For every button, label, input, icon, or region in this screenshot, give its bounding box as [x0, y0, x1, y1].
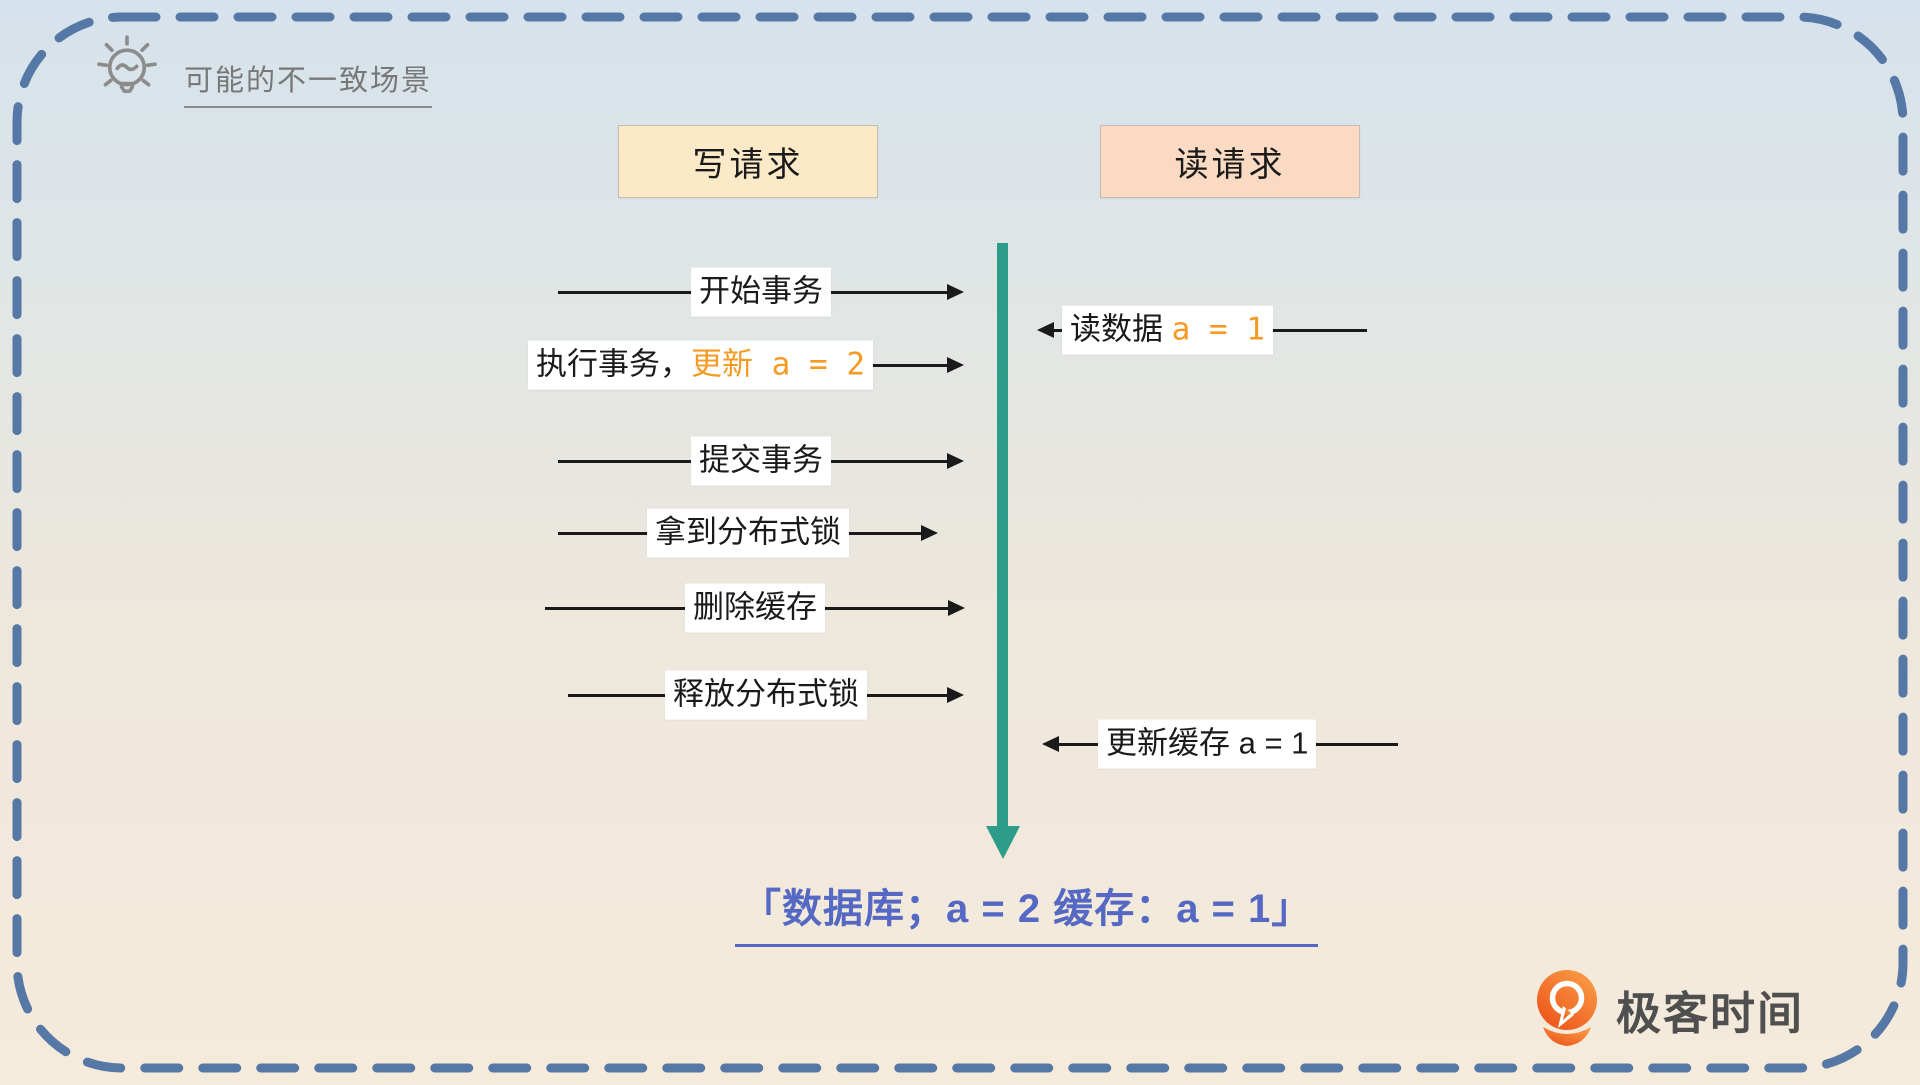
arrow-right-icon — [947, 687, 964, 703]
arrow-right-icon — [948, 600, 965, 616]
flow-step-label: 更新缓存 a = 1 — [1098, 719, 1317, 769]
flow-step-label: 删除缓存 — [685, 583, 825, 633]
flow-step-label: 拿到分布式锁 — [647, 508, 849, 558]
arrow-right-icon — [947, 357, 964, 373]
flow-step-label: 执行事务，更新 a = 2 — [528, 340, 873, 390]
read-request-header: 读请求 — [1100, 125, 1360, 198]
arrow-left-icon — [1037, 322, 1054, 338]
page-title: 可能的不一致场景 — [184, 57, 433, 108]
arrow-left-icon — [1042, 736, 1059, 752]
brand-name: 极客时间 — [1616, 987, 1805, 1039]
highlight-read-value: a = 1 — [1171, 311, 1265, 348]
flow-step-label: 释放分布式锁 — [665, 670, 867, 720]
flow-step-label: 读数据 a = 1 — [1062, 305, 1273, 355]
flow-step-label: 开始事务 — [691, 267, 831, 317]
diagram-title-block: 可能的不一致场景 — [86, 34, 433, 116]
flow-step-label: 提交事务 — [691, 436, 831, 486]
timeline-arrowhead-down-icon — [986, 826, 1020, 859]
inconsistency-result-text: 「数据库；a = 2 缓存：a = 1」 — [735, 876, 1319, 947]
arrow-right-icon — [947, 453, 964, 469]
arrow-right-icon — [947, 284, 964, 300]
geektime-logo-icon — [1537, 970, 1597, 1046]
timeline-arrow-shaft — [997, 243, 1008, 828]
brand-logo: 极客时间 — [1530, 968, 1804, 1048]
arrow-right-icon — [921, 525, 938, 541]
highlight-update-value: 更新 a = 2 — [691, 346, 865, 383]
write-request-header: 写请求 — [618, 125, 878, 198]
lightbulb-icon — [97, 35, 157, 94]
